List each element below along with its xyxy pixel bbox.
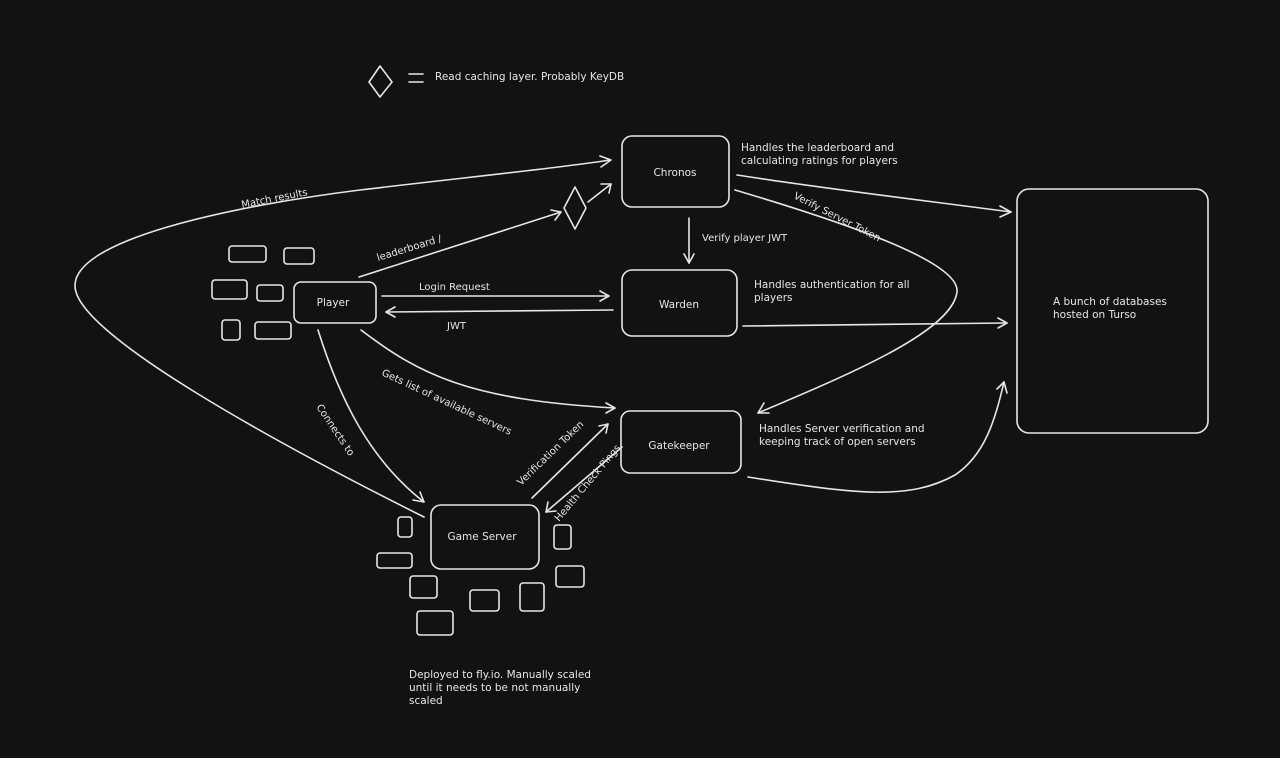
game-server-node[interactable]: Game Server bbox=[430, 504, 540, 570]
legend: Read caching layer. Probably KeyDB bbox=[368, 65, 624, 98]
edge-verify-player-jwt: Verify player JWT bbox=[683, 217, 788, 264]
edge-match-results: Match results bbox=[74, 155, 612, 518]
databases-node[interactable]: A bunch of databases hosted on Turso bbox=[1016, 188, 1209, 434]
gatekeeper-note-line-1: Handles Server verification and bbox=[759, 423, 925, 435]
edge-login-request: Login Request bbox=[381, 282, 610, 302]
warden-node[interactable]: Warden bbox=[621, 269, 738, 337]
chronos-node[interactable]: Chronos bbox=[621, 135, 730, 208]
game-server-label: Game Server bbox=[447, 531, 517, 543]
leaderboard-label: leaderboard / bbox=[376, 234, 444, 264]
verify-player-jwt-label: Verify player JWT bbox=[702, 233, 788, 244]
deployment-note-line-2: until it needs to be not manually bbox=[409, 682, 580, 694]
player-instances bbox=[211, 245, 315, 341]
deployment-note-line-1: Deployed to fly.io. Manually scaled bbox=[409, 669, 591, 681]
player-label: Player bbox=[317, 297, 350, 309]
warden-note-line-2: players bbox=[754, 292, 792, 304]
cache-diamond-icon bbox=[563, 186, 587, 230]
edge-gatekeeper-to-databases bbox=[747, 381, 1008, 493]
chronos-note: Handles the leaderboard and calculating … bbox=[741, 142, 898, 167]
cache-diamond-legend-icon bbox=[368, 65, 393, 98]
edge-leaderboard: leaderboard / bbox=[358, 183, 612, 278]
player-node[interactable]: Player bbox=[293, 281, 377, 324]
chronos-label: Chronos bbox=[653, 167, 696, 179]
warden-label: Warden bbox=[659, 299, 699, 311]
edge-connects-to: Connects to bbox=[314, 329, 425, 503]
chronos-note-line-1: Handles the leaderboard and bbox=[741, 142, 894, 154]
warden-note-line-1: Handles authentication for all bbox=[754, 279, 910, 291]
gets-servers-label: Gets list of available servers bbox=[380, 368, 513, 438]
edge-health-check: Health Check Pings bbox=[545, 443, 623, 524]
jwt-label: JWT bbox=[446, 321, 467, 332]
game-server-instances bbox=[376, 516, 585, 636]
deployment-note-line-3: scaled bbox=[409, 695, 443, 707]
deployment-note: Deployed to fly.io. Manually scaled unti… bbox=[409, 669, 591, 707]
login-request-label: Login Request bbox=[419, 282, 490, 293]
edge-chronos-to-databases bbox=[736, 174, 1012, 218]
legend-label: Read caching layer. Probably KeyDB bbox=[435, 71, 624, 83]
match-results-label: Match results bbox=[240, 187, 308, 211]
warden-note: Handles authentication for all players bbox=[754, 279, 910, 304]
databases-label-line-1: A bunch of databases bbox=[1053, 296, 1167, 308]
edge-warden-to-databases bbox=[742, 317, 1008, 329]
verification-token-label: Verification Token bbox=[515, 419, 586, 488]
gatekeeper-node[interactable]: Gatekeeper bbox=[620, 410, 742, 474]
gatekeeper-note: Handles Server verification and keeping … bbox=[759, 423, 925, 448]
gatekeeper-note-line-2: keeping track of open servers bbox=[759, 436, 916, 448]
gatekeeper-label: Gatekeeper bbox=[648, 440, 710, 452]
health-check-label: Health Check Pings bbox=[553, 443, 623, 524]
verify-server-token-label: Verify Server Token bbox=[792, 191, 883, 244]
chronos-note-line-2: calculating ratings for players bbox=[741, 155, 898, 167]
edge-jwt: JWT bbox=[385, 306, 614, 332]
databases-label-line-2: hosted on Turso bbox=[1053, 309, 1136, 321]
edge-verification-token: Verification Token bbox=[515, 419, 609, 499]
